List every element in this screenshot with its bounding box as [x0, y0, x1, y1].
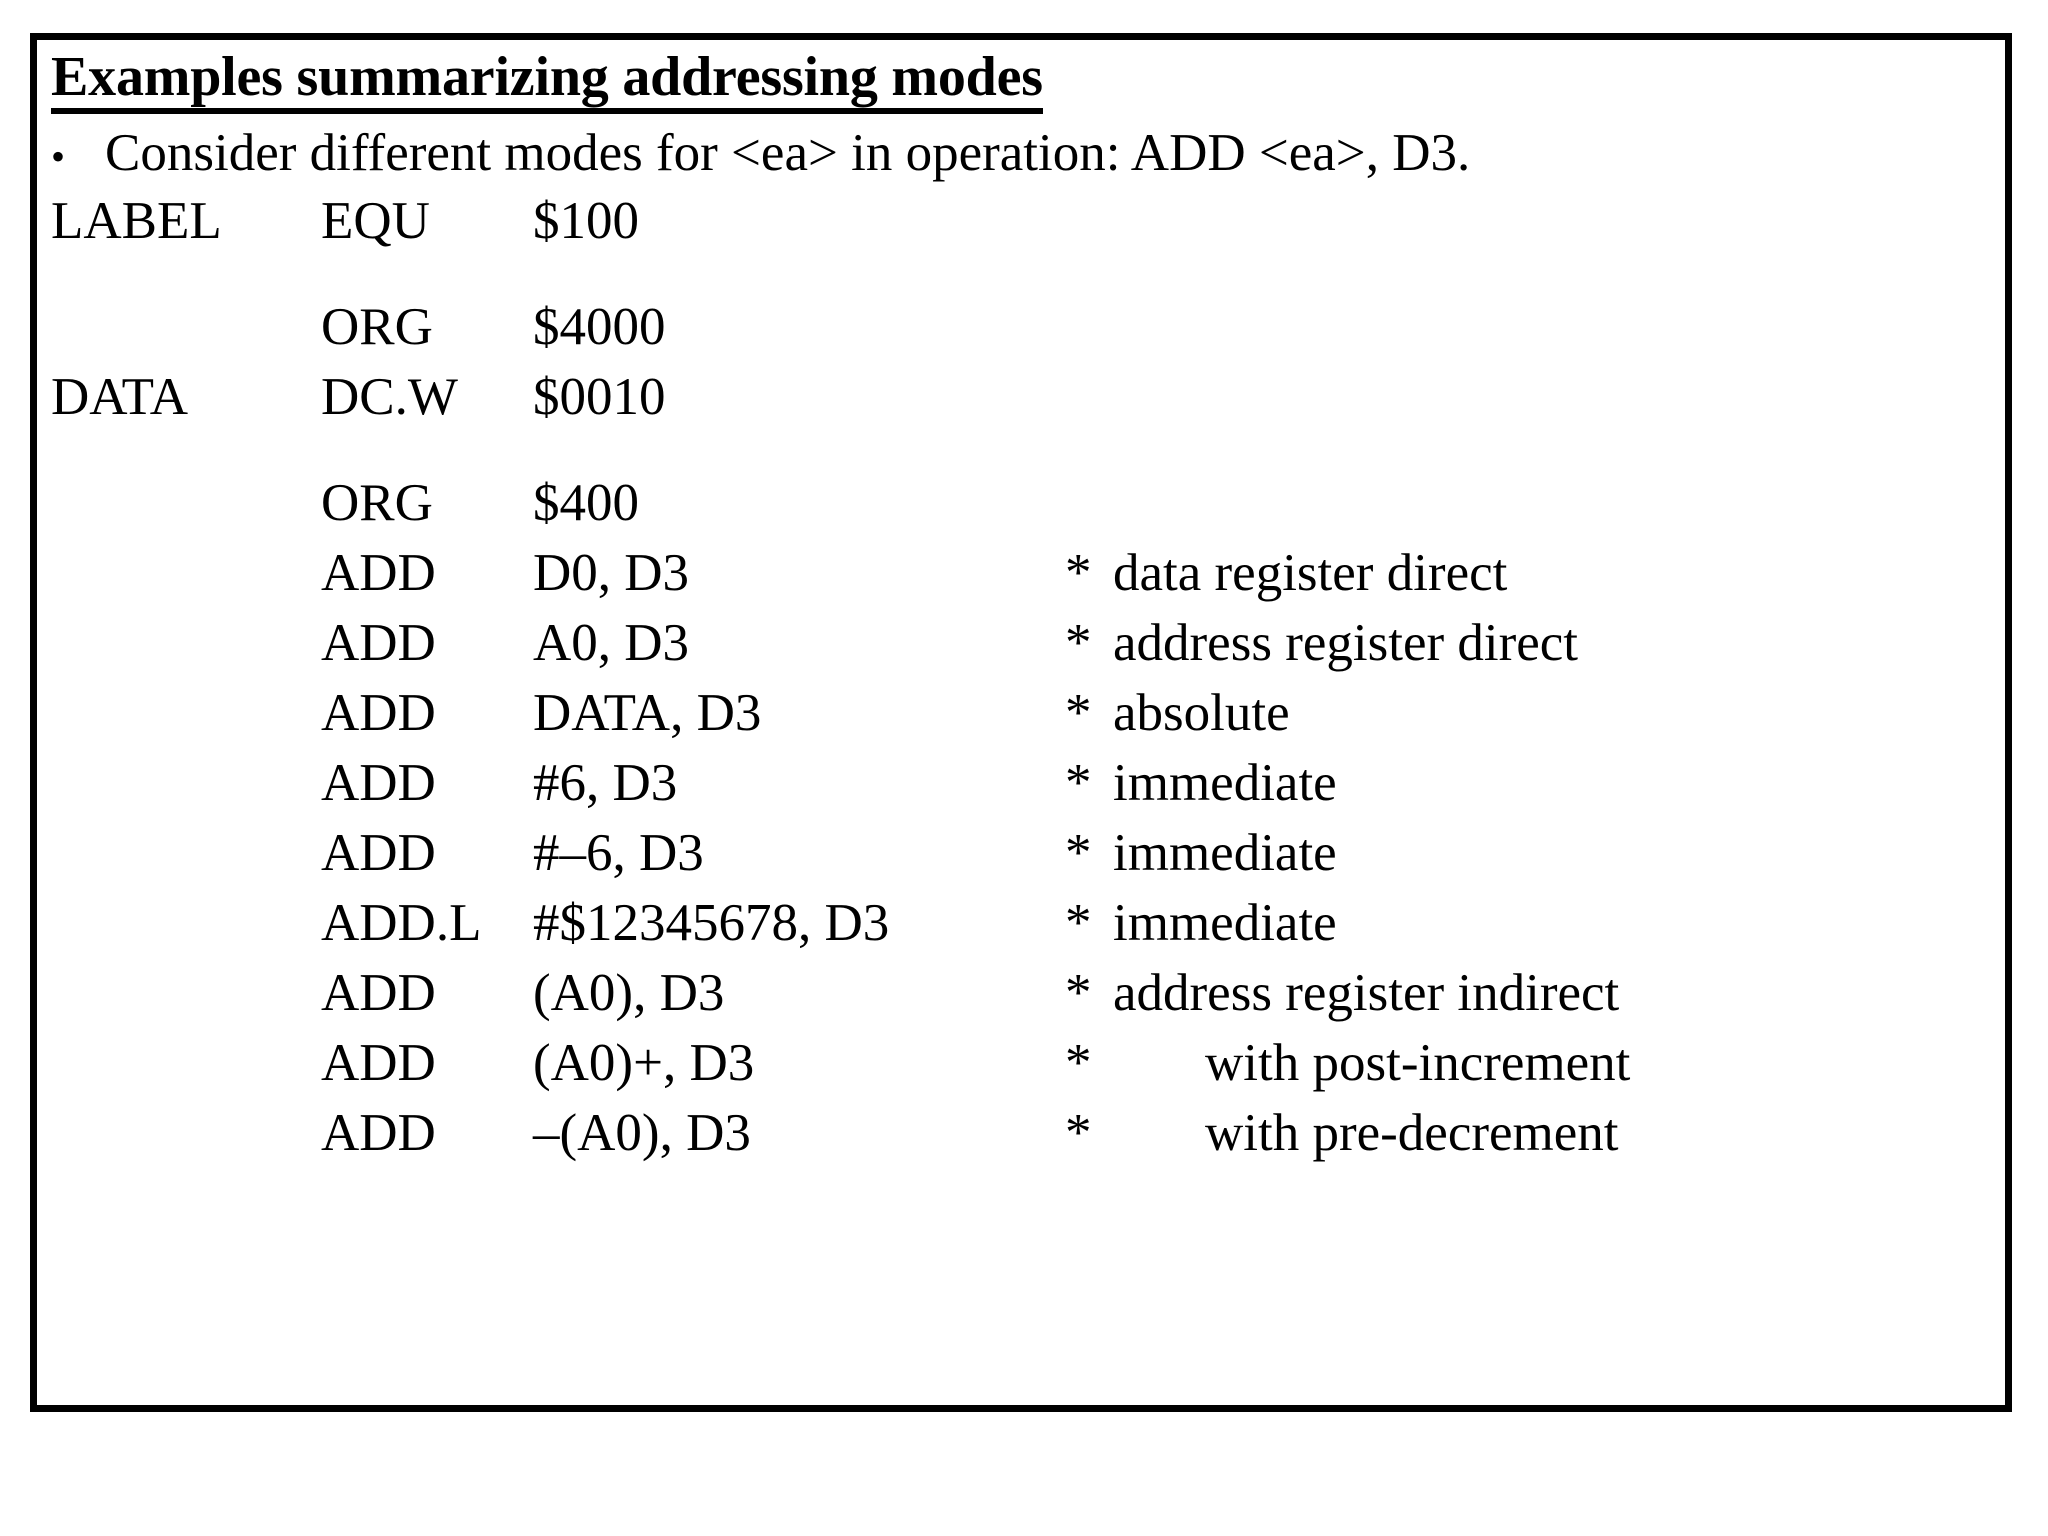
code-operand: $4000 [533, 297, 666, 356]
code-comment: * immediate [1065, 893, 1337, 952]
comment-asterisk-icon: * [1065, 1033, 1092, 1092]
code-operand: $100 [533, 191, 639, 250]
code-row: ADD #–6, D3 * immediate [51, 823, 2005, 897]
page-title: Examples summarizing addressing modes [51, 47, 1043, 115]
comment-asterisk-icon: * [1065, 683, 1092, 742]
code-operand: A0, D3 [533, 613, 690, 672]
code-mnemonic: ADD [321, 823, 436, 882]
code-row: ADD (A0)+, D3 * with post-increment [51, 1033, 2005, 1107]
code-mnemonic: ADD.L [321, 893, 482, 952]
comment-text: with post-increment [1205, 1033, 1631, 1092]
code-operand: D0, D3 [533, 543, 690, 602]
code-operand: (A0)+, D3 [533, 1033, 755, 1092]
code-mnemonic: ORG [321, 297, 433, 356]
comment-asterisk-icon: * [1065, 963, 1092, 1022]
code-mnemonic: EQU [321, 191, 430, 250]
code-operand: #6, D3 [533, 753, 678, 812]
comment-asterisk-icon: * [1065, 753, 1092, 812]
code-comment: * address register indirect [1065, 963, 1620, 1022]
code-comment: * data register direct [1065, 543, 1508, 602]
comment-asterisk-icon: * [1065, 543, 1092, 602]
code-mnemonic: DC.W [321, 367, 458, 426]
code-comment: * immediate [1065, 753, 1337, 812]
code-mnemonic: ADD [321, 683, 436, 742]
code-row: ADD #6, D3 * immediate [51, 753, 2005, 827]
code-comment: * with pre-decrement [1065, 1103, 1619, 1162]
comment-text: absolute [1113, 683, 1290, 742]
code-label: LABEL [51, 191, 222, 250]
code-comment: * immediate [1065, 823, 1337, 882]
comment-text: immediate [1113, 823, 1337, 882]
slide-frame: Examples summarizing addressing modes • … [30, 33, 2012, 1412]
code-operand: #–6, D3 [533, 823, 704, 882]
code-comment: * with post-increment [1065, 1033, 1631, 1092]
comment-asterisk-icon: * [1065, 613, 1092, 672]
comment-text: data register direct [1113, 543, 1508, 602]
code-row: ORG $4000 [51, 297, 2005, 371]
comment-text: address register indirect [1113, 963, 1620, 1022]
comment-text: with pre-decrement [1205, 1103, 1619, 1162]
code-operand: (A0), D3 [533, 963, 725, 1022]
bullet-item: • Consider different modes for <ea> in o… [51, 124, 2005, 182]
code-mnemonic: ADD [321, 753, 436, 812]
bullet-marker-icon: • [51, 134, 66, 180]
slide-content: Examples summarizing addressing modes • … [37, 40, 2005, 1405]
code-row: ADD –(A0), D3 * with pre-decrement [51, 1103, 2005, 1177]
code-operand: $400 [533, 473, 639, 532]
code-mnemonic: ADD [321, 1033, 436, 1092]
code-mnemonic: ORG [321, 473, 433, 532]
code-row: ADD D0, D3 * data register direct [51, 543, 2005, 617]
code-operand: #$12345678, D3 [533, 893, 890, 952]
code-row: ADD A0, D3 * address register direct [51, 613, 2005, 687]
code-operand: DATA, D3 [533, 683, 762, 742]
comment-text: immediate [1113, 893, 1337, 952]
code-row: ADD (A0), D3 * address register indirect [51, 963, 2005, 1037]
comment-text: address register direct [1113, 613, 1579, 672]
comment-asterisk-icon: * [1065, 823, 1092, 882]
code-row: ORG $400 [51, 473, 2005, 547]
comment-text: immediate [1113, 753, 1337, 812]
code-row: DATA DC.W $0010 [51, 367, 2005, 441]
code-label: DATA [51, 367, 189, 426]
code-operand: –(A0), D3 [533, 1103, 751, 1162]
code-mnemonic: ADD [321, 543, 436, 602]
code-comment: * address register direct [1065, 613, 1579, 672]
bullet-text: Consider different modes for <ea> in ope… [105, 124, 1471, 183]
code-row: ADD.L #$12345678, D3 * immediate [51, 893, 2005, 967]
code-operand: $0010 [533, 367, 666, 426]
comment-asterisk-icon: * [1065, 1103, 1092, 1162]
code-mnemonic: ADD [321, 1103, 436, 1162]
title-row: Examples summarizing addressing modes [51, 47, 2005, 115]
comment-asterisk-icon: * [1065, 893, 1092, 952]
code-row: ADD DATA, D3 * absolute [51, 683, 2005, 757]
code-mnemonic: ADD [321, 963, 436, 1022]
code-row: LABEL EQU $100 [51, 191, 2005, 265]
code-mnemonic: ADD [321, 613, 436, 672]
code-comment: * absolute [1065, 683, 1290, 742]
